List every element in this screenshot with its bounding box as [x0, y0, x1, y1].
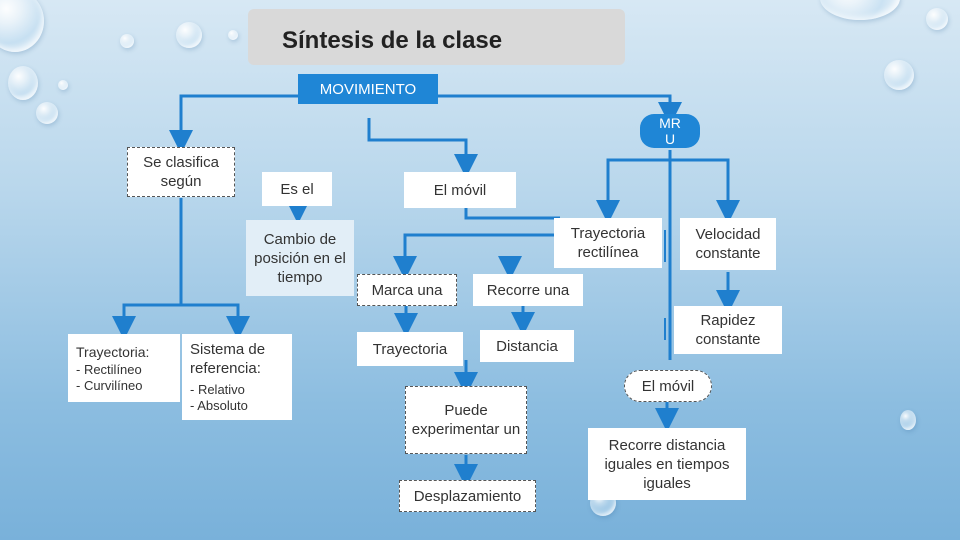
water-drop [176, 22, 202, 48]
node-distancia: Distancia [480, 330, 574, 362]
node-marca-una: Marca una [357, 274, 457, 306]
trayectoria-list: - Rectilíneo - Curvilíneo [76, 362, 142, 394]
water-drop [120, 34, 134, 48]
water-drop [884, 60, 914, 90]
water-drop [36, 102, 58, 124]
node-sistema-title: Sistema de referencia: [190, 341, 266, 377]
node-el-movil-2: El móvil [624, 370, 712, 402]
list-item: - Rectilíneo [76, 361, 142, 377]
node-trayectoria-tipos-title: Trayectoria: [76, 343, 150, 360]
sistema-list: - Relativo - Absoluto [190, 382, 248, 414]
node-sistema-referencia: Sistema de referencia: - Relativo - Abso… [182, 334, 292, 420]
list-item: - Relativo [190, 382, 245, 397]
node-mru: MR U [640, 114, 700, 148]
node-movimiento: MOVIMIENTO [298, 74, 438, 104]
node-puede-experimentar: Puede experimentar un [405, 386, 527, 454]
node-trayectoria-rectilinea: Trayectoria rectilínea [554, 218, 662, 268]
node-velocidad-constante: Velocidad constante [680, 218, 776, 270]
slide-title: Síntesis de la clase [248, 9, 625, 65]
water-drop [900, 410, 916, 430]
water-drop [8, 66, 38, 100]
node-trayectoria: Trayectoria [357, 332, 463, 366]
node-recorre-distancia: Recorre distancia iguales en tiempos igu… [588, 428, 746, 500]
water-drop [228, 30, 238, 40]
water-drop [820, 0, 900, 20]
list-item: - Absoluto [190, 398, 248, 413]
water-drop [58, 80, 68, 90]
water-drop [926, 8, 948, 30]
node-desplazamiento: Desplazamiento [399, 480, 536, 512]
node-es-el: Es el [262, 172, 332, 206]
node-recorre-una: Recorre una [473, 274, 583, 306]
node-cambio-posicion: Cambio de posición en el tiempo [246, 220, 354, 296]
node-rapidez-constante: Rapidez constante [674, 306, 782, 354]
node-el-movil-1: El móvil [404, 172, 516, 208]
list-item: - Curvilíneo [76, 377, 143, 393]
node-se-clasifica: Se clasifica según [127, 147, 235, 197]
node-trayectoria-tipos: Trayectoria: - Rectilíneo - Curvilíneo [68, 334, 180, 402]
